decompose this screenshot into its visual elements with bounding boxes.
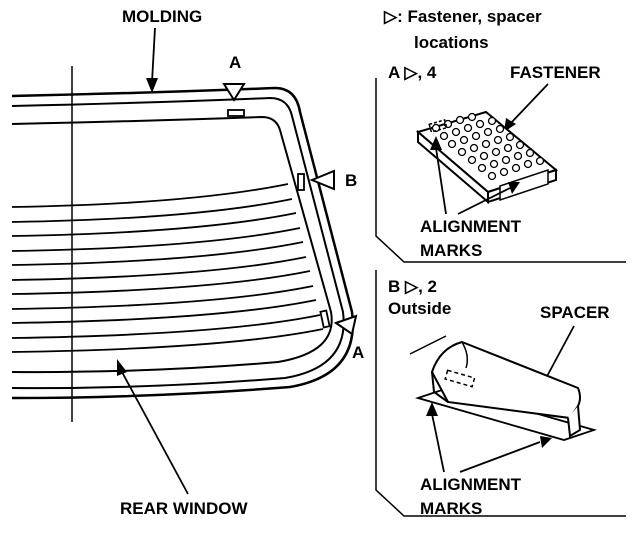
section-a-frame bbox=[375, 78, 626, 263]
alignment-marks-b-line-1: ALIGNMENT bbox=[420, 475, 522, 494]
alignment-marks-b-line-2: MARKS bbox=[420, 499, 482, 518]
outside-direction-line bbox=[409, 335, 447, 355]
defroster-lines bbox=[11, 183, 324, 353]
fastener-location-a-right bbox=[319, 309, 331, 329]
section-b-heading: B ▷, 2 bbox=[388, 277, 437, 296]
section-b-frame bbox=[375, 270, 626, 517]
marker-b-triangle bbox=[309, 169, 335, 191]
legend-line-1: ▷: Fastener, spacer bbox=[383, 7, 542, 26]
fastener-illustration bbox=[415, 110, 559, 205]
alignment-b-leader-1 bbox=[431, 413, 445, 473]
alignment-a-leader-2 bbox=[457, 187, 511, 215]
marker-a-top-triangle bbox=[222, 83, 246, 102]
fastener-location-b bbox=[297, 173, 305, 191]
molding-leader bbox=[151, 27, 156, 83]
fastener-location-a-top bbox=[227, 109, 245, 117]
marker-b-label: B bbox=[345, 171, 357, 190]
alignment-marks-a-line-1: ALIGNMENT bbox=[420, 217, 522, 236]
alignment-a-leader-1 bbox=[435, 147, 447, 215]
fastener-leader bbox=[509, 83, 549, 125]
molding-arrowhead bbox=[146, 78, 158, 93]
spacer-label: SPACER bbox=[540, 303, 610, 322]
marker-a-right-label: A bbox=[352, 343, 364, 362]
spacer-illustration bbox=[414, 340, 598, 441]
glass-outline bbox=[11, 115, 333, 374]
alignment-a-arrowhead-1 bbox=[430, 136, 442, 150]
marker-a-top-label: A bbox=[229, 53, 241, 72]
molding-inner-edge bbox=[11, 96, 345, 390]
rear-window-label: REAR WINDOW bbox=[120, 499, 248, 518]
section-a-heading: A ▷, 4 bbox=[388, 63, 437, 82]
rear-window-arrowhead bbox=[117, 359, 127, 376]
fastener-label: FASTENER bbox=[510, 63, 601, 82]
legend-line-2: locations bbox=[414, 33, 489, 52]
spacer-leader bbox=[544, 325, 575, 381]
alignment-marks-a-line-2: MARKS bbox=[420, 241, 482, 260]
alignment-a-arrowhead-2 bbox=[508, 182, 520, 194]
molding-label: MOLDING bbox=[122, 7, 202, 26]
alignment-b-arrowhead-2 bbox=[540, 436, 552, 448]
alignment-b-leader-2 bbox=[459, 441, 541, 473]
outside-label: Outside bbox=[388, 299, 451, 318]
alignment-b-arrowhead-1 bbox=[426, 402, 438, 416]
rear-window-leader bbox=[121, 371, 189, 495]
marker-a-right-triangle bbox=[333, 314, 358, 336]
